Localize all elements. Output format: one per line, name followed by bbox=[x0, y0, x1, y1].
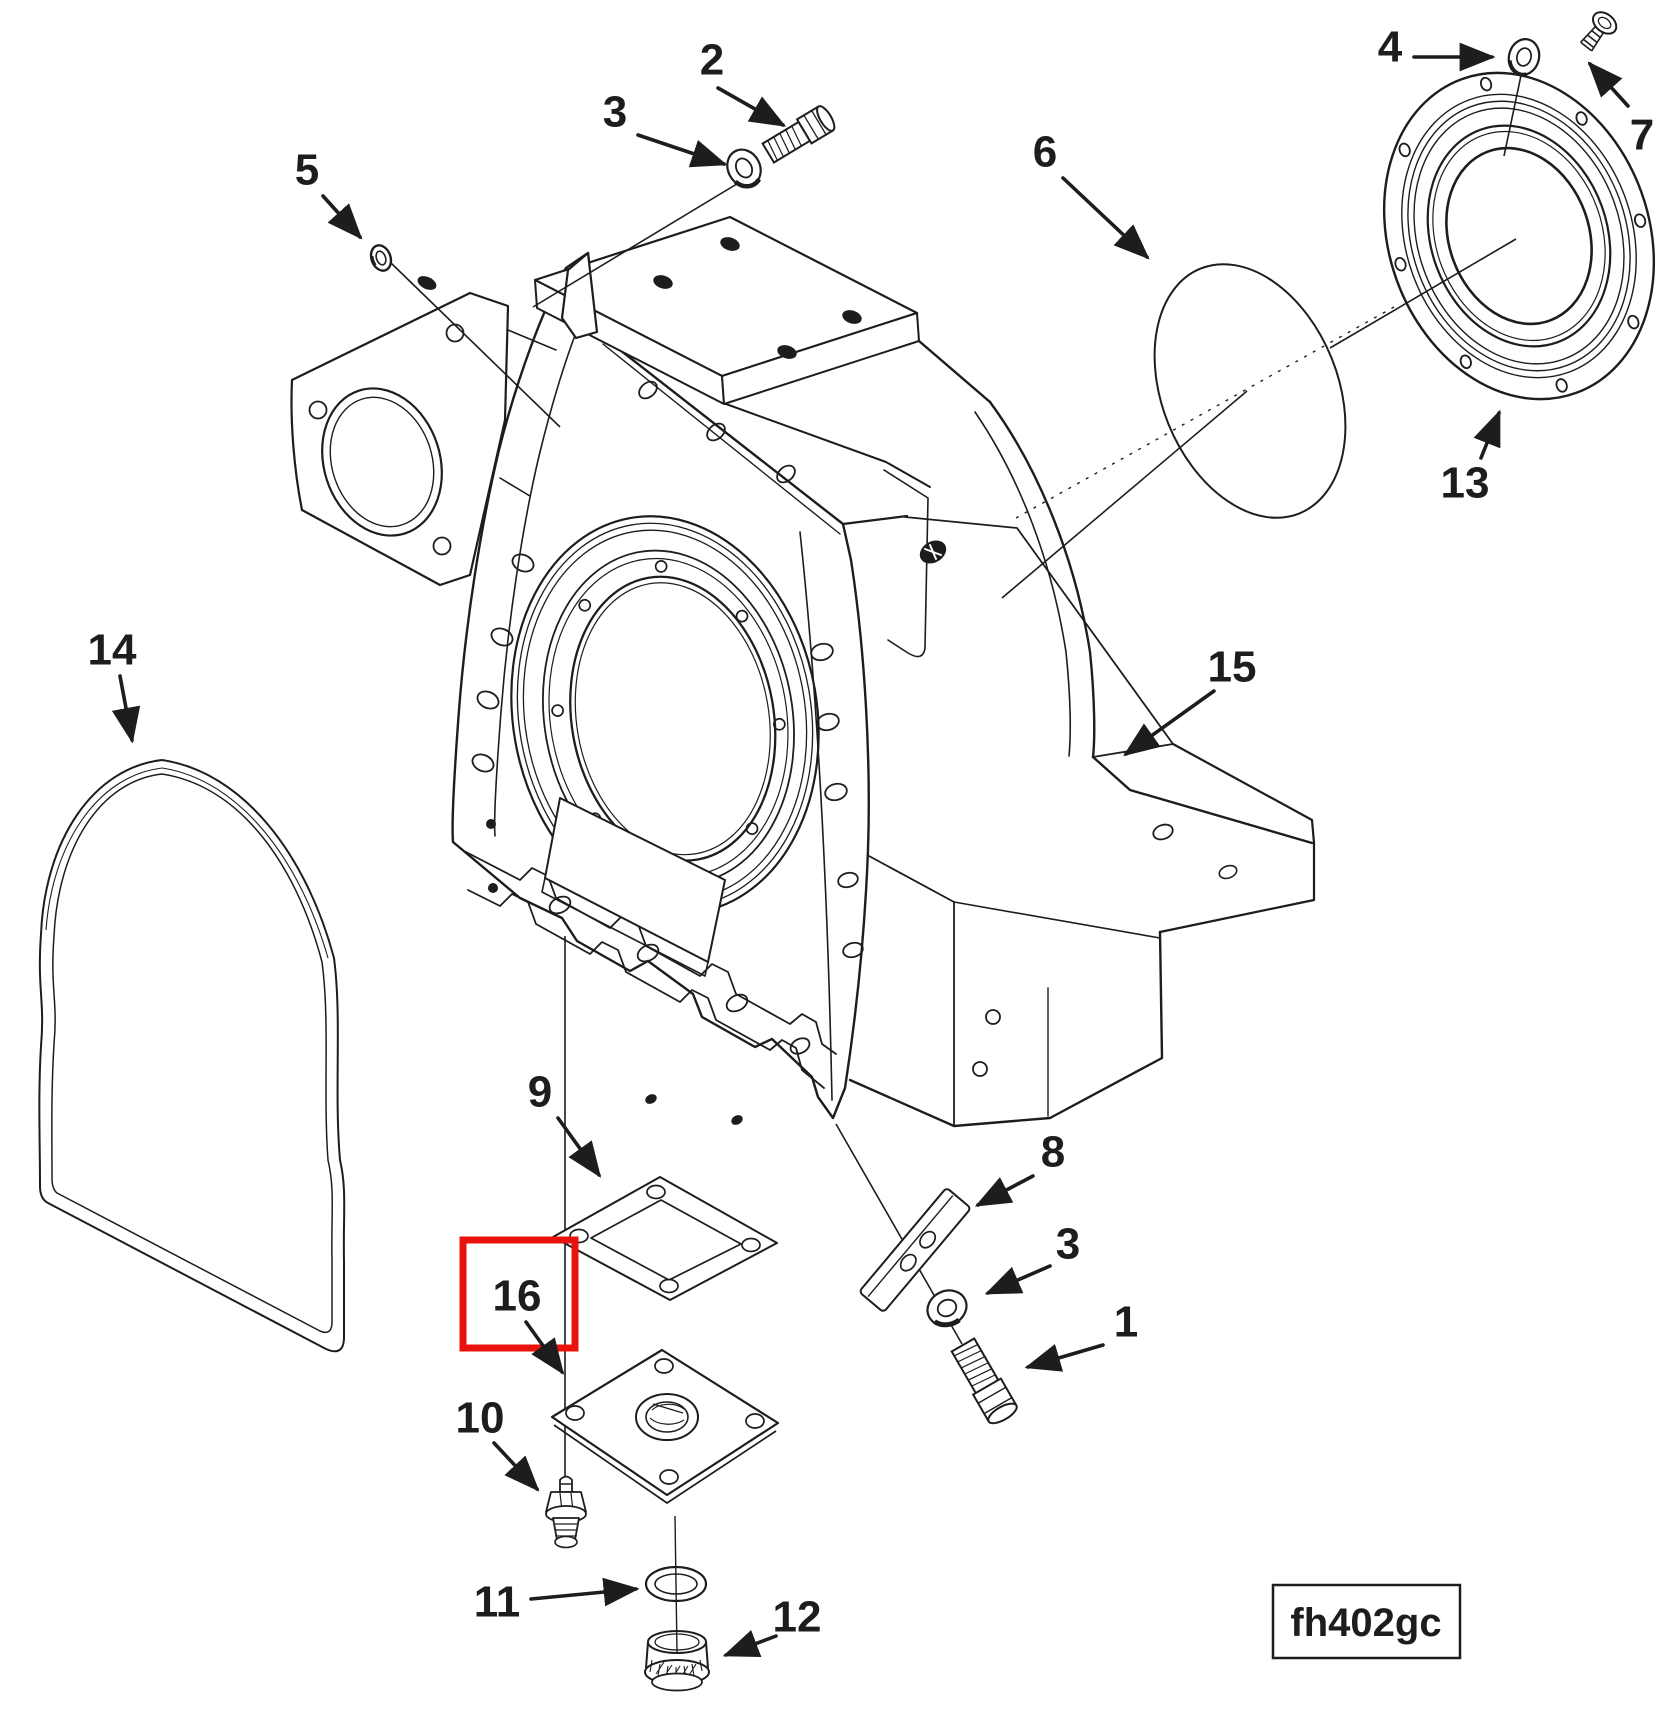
part-16-cover-plate bbox=[550, 1348, 780, 1504]
callout-9-label[interactable]: 9 bbox=[528, 1068, 552, 1117]
callout-4-label[interactable]: 4 bbox=[1378, 23, 1403, 72]
callout-15-label[interactable]: 15 bbox=[1208, 643, 1257, 692]
leader-bolt2 bbox=[532, 172, 756, 308]
part-1-hex-bolt bbox=[950, 1337, 1018, 1425]
callout-11-label[interactable]: 11 bbox=[474, 1578, 521, 1627]
callout-1[interactable]: 1 bbox=[1024, 1298, 1138, 1372]
callout-8[interactable]: 8 bbox=[974, 1128, 1065, 1207]
centerline-solid-right bbox=[1329, 238, 1517, 349]
callout-10-label[interactable]: 10 bbox=[456, 1394, 505, 1443]
callout-10[interactable]: 10 bbox=[456, 1394, 540, 1492]
part-10-fitting bbox=[545, 1475, 587, 1549]
callout-2[interactable]: 2 bbox=[700, 36, 787, 127]
callout-3-top-label[interactable]: 3 bbox=[603, 88, 627, 137]
callout-3-bottom-label[interactable]: 3 bbox=[1056, 1220, 1080, 1269]
part-4-washer bbox=[1507, 38, 1541, 77]
callout-13[interactable]: 13 bbox=[1441, 409, 1501, 508]
part-5-ring bbox=[369, 244, 393, 272]
figure-code-box: fh402gc bbox=[1271, 1583, 1462, 1660]
callout-7-label[interactable]: 7 bbox=[1630, 111, 1654, 160]
callout-16-label[interactable]: 16 bbox=[493, 1272, 542, 1321]
callout-6-label[interactable]: 6 bbox=[1033, 128, 1057, 177]
side-screw-head bbox=[919, 540, 947, 564]
callout-16[interactable]: 16 bbox=[493, 1272, 565, 1375]
callout-6[interactable]: 6 bbox=[1033, 128, 1150, 260]
part-3-washer-top bbox=[726, 148, 762, 189]
centerlines bbox=[674, 65, 1524, 1653]
centerline-solid-left bbox=[1001, 390, 1248, 599]
centerline-dotted bbox=[1015, 306, 1395, 519]
callout-11[interactable]: 11 bbox=[474, 1578, 640, 1627]
callout-5-label[interactable]: 5 bbox=[295, 146, 319, 195]
callout-3-top[interactable]: 3 bbox=[603, 88, 728, 168]
part-13-seal-carrier bbox=[1382, 71, 1656, 401]
callout-15[interactable]: 15 bbox=[1123, 643, 1257, 757]
callout-1-label[interactable]: 1 bbox=[1114, 1298, 1138, 1347]
callout-14[interactable]: 14 bbox=[88, 626, 141, 744]
part-2-hex-bolt bbox=[761, 105, 836, 164]
callout-7[interactable]: 7 bbox=[1587, 61, 1654, 160]
part-3-washer-bottom bbox=[926, 1289, 968, 1328]
highlight-box-16[interactable] bbox=[459, 1236, 579, 1352]
callout-12[interactable]: 12 bbox=[722, 1593, 822, 1657]
callout-13-label[interactable]: 13 bbox=[1441, 459, 1490, 508]
callout-3-bottom[interactable]: 3 bbox=[984, 1220, 1080, 1295]
callout-9[interactable]: 9 bbox=[528, 1068, 602, 1178]
figure-code-label: fh402gc bbox=[1290, 1601, 1441, 1645]
leader-plug12 bbox=[674, 1515, 678, 1653]
callout-12-label[interactable]: 12 bbox=[773, 1593, 822, 1642]
callout-14-label[interactable]: 14 bbox=[88, 626, 137, 675]
part-14-gasket bbox=[38, 759, 346, 1353]
side-flange bbox=[290, 291, 557, 587]
part-6-disc bbox=[1153, 263, 1347, 519]
callout-4[interactable]: 4 bbox=[1378, 23, 1496, 72]
callouts: 2 3 5 4 7 6 13 15 bbox=[88, 23, 1654, 1657]
callout-8-label[interactable]: 8 bbox=[1041, 1128, 1065, 1177]
flywheel-housing bbox=[290, 215, 1316, 1128]
leader-ring5 bbox=[390, 262, 561, 428]
leader-washer4 bbox=[1503, 65, 1524, 157]
callout-2-label[interactable]: 2 bbox=[700, 36, 724, 85]
callout-5[interactable]: 5 bbox=[295, 146, 363, 240]
part-9-cover-gasket bbox=[552, 1176, 778, 1301]
leader-lines bbox=[390, 172, 963, 1484]
part-7-screw bbox=[1580, 11, 1618, 52]
part-8-bracket bbox=[859, 1188, 971, 1312]
